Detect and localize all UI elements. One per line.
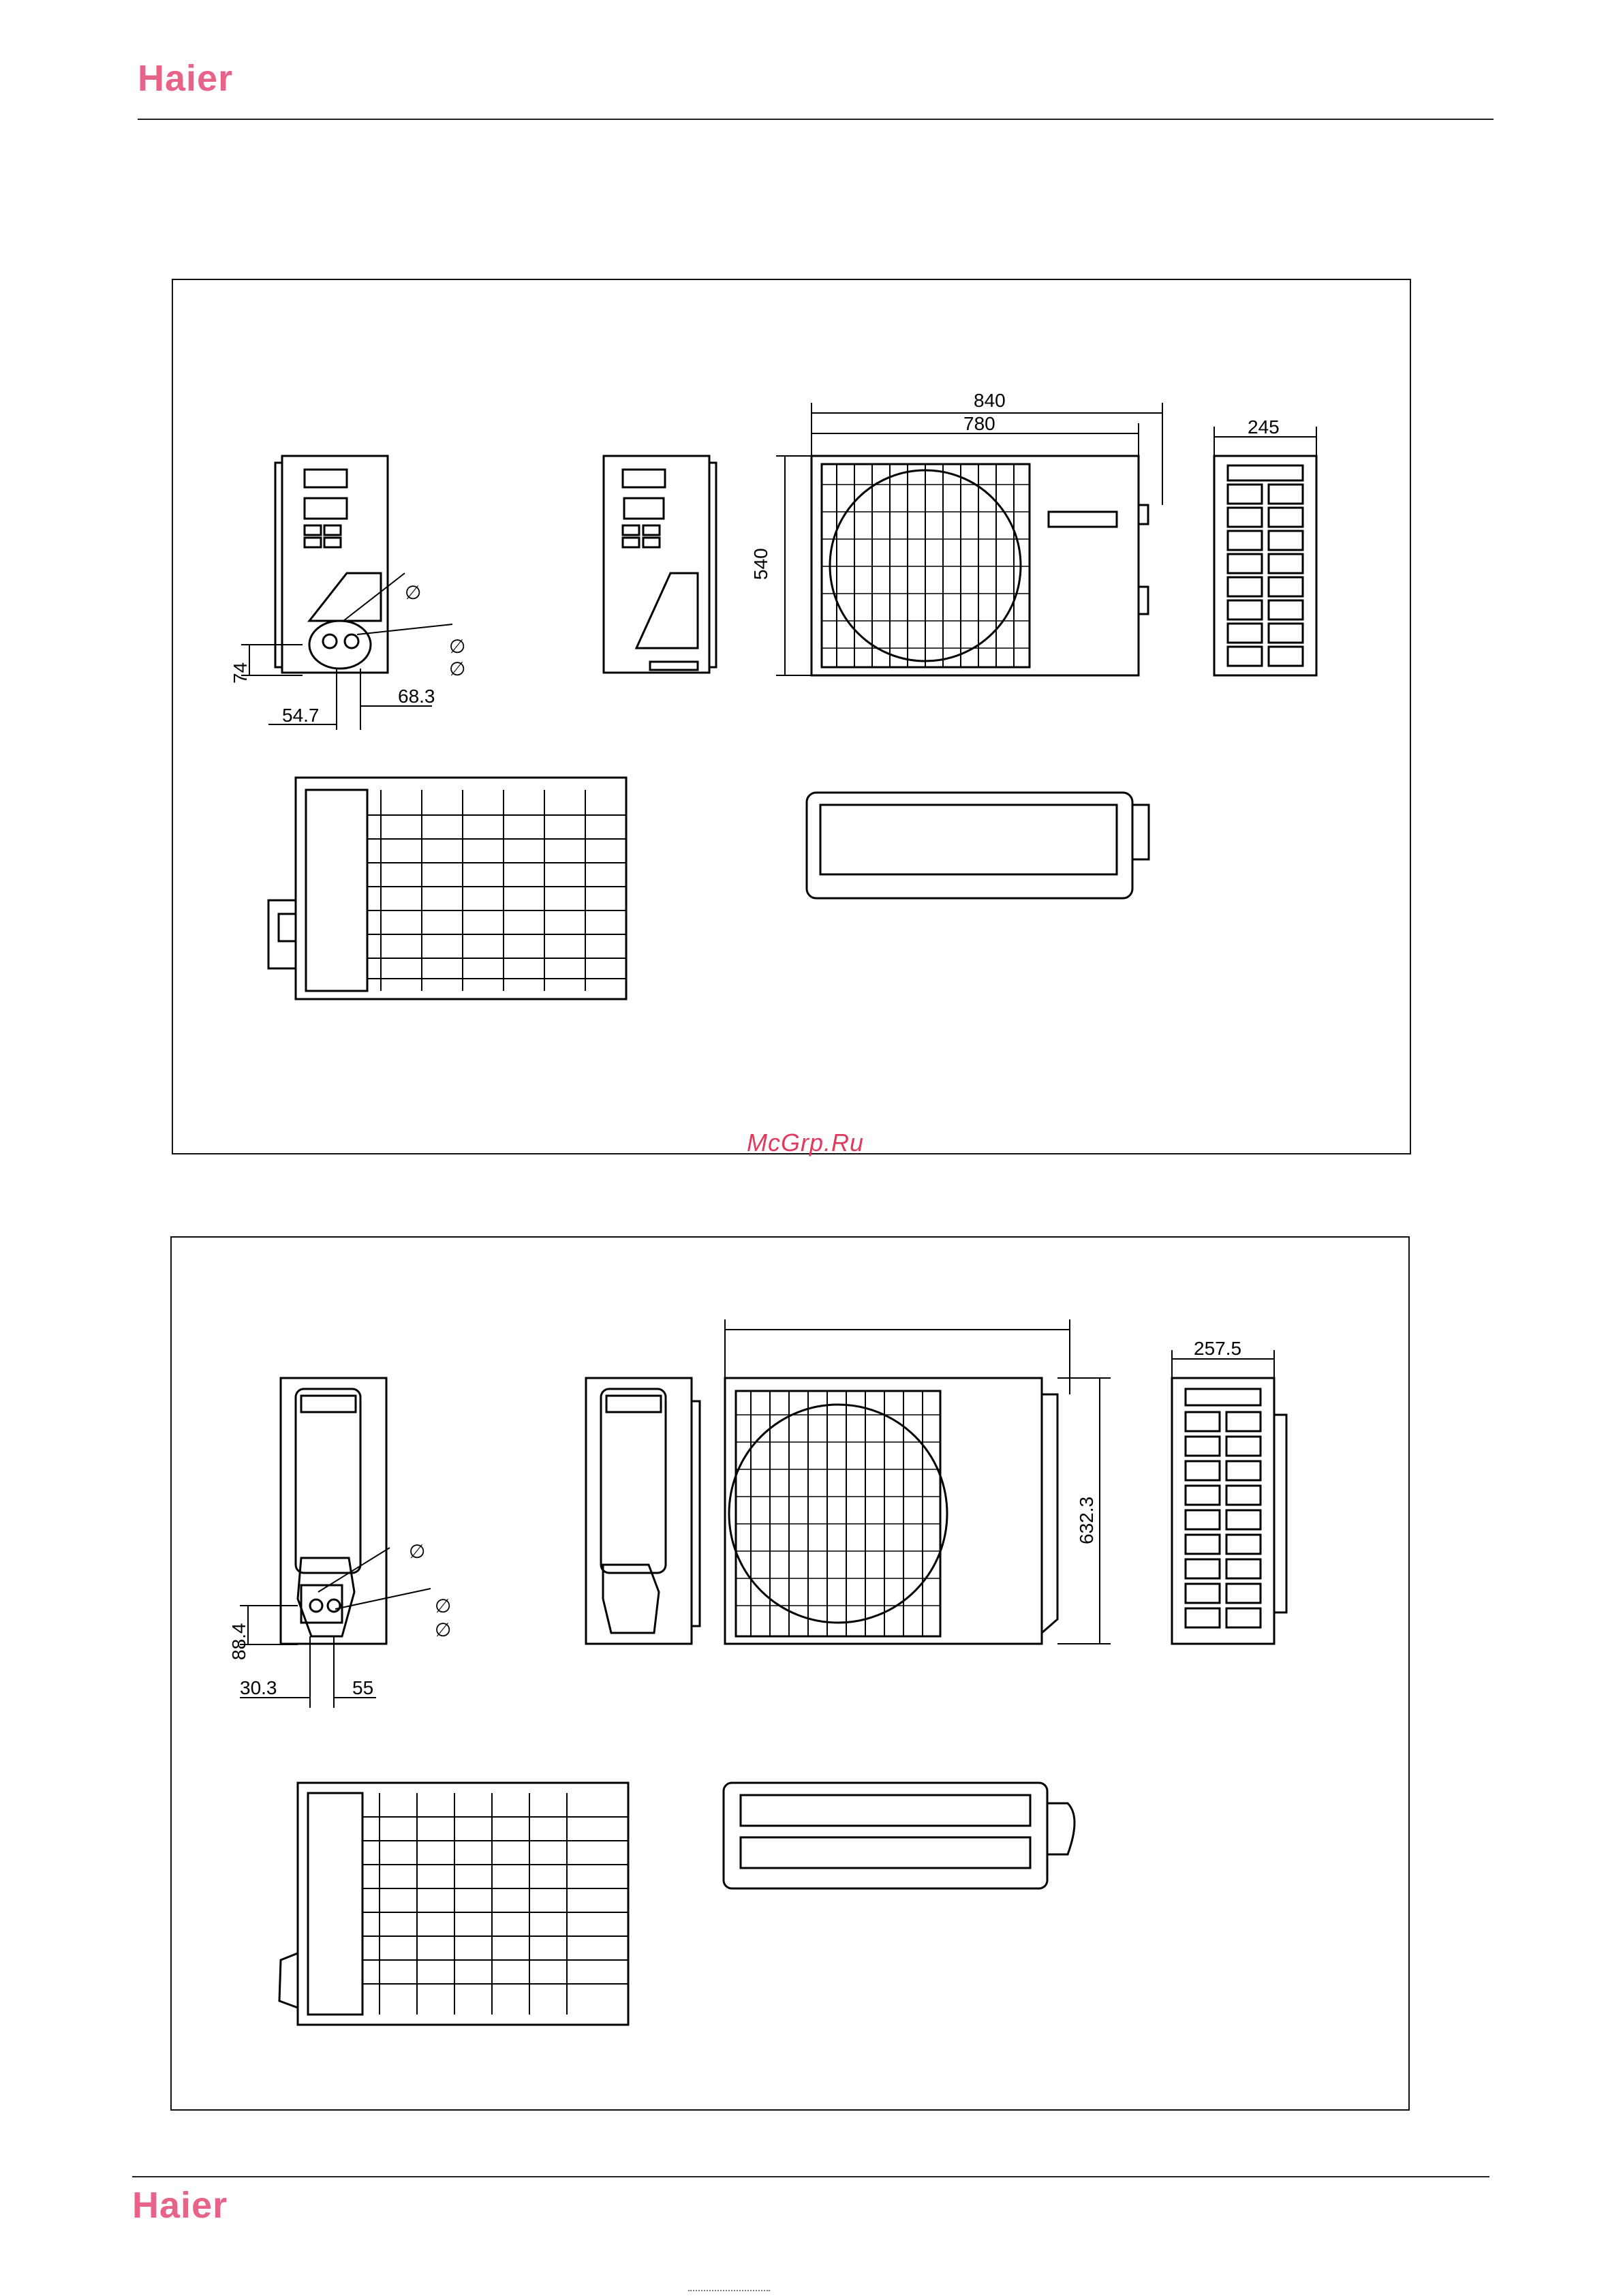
dim-pipe-offset-right-2: 55 bbox=[352, 1677, 373, 1698]
outline-drawing-panel-1: 840 780 540 245 74 54.7 68.3 ∅ ∅ ∅ bbox=[172, 279, 1411, 1154]
dia-label-2c: ∅ bbox=[435, 1619, 451, 1640]
dia-label-2b: ∅ bbox=[435, 1595, 451, 1617]
dim-width-inner-1: 780 bbox=[963, 413, 995, 434]
dia-label-1c: ∅ bbox=[449, 658, 465, 679]
dim-pipe-height-1: 74 bbox=[230, 662, 251, 684]
dimension-labels-1: 840 780 540 245 74 54.7 68.3 ∅ ∅ ∅ bbox=[173, 280, 1412, 1156]
dim-pipe-offset-left-1: 54.7 bbox=[282, 705, 320, 726]
dim-width-outer-1: 840 bbox=[974, 390, 1006, 411]
dia-label-2a: ∅ bbox=[409, 1541, 425, 1562]
dia-label-1b: ∅ bbox=[449, 636, 465, 657]
footer-marks bbox=[688, 2290, 770, 2294]
dim-height-2: 632.3 bbox=[1076, 1497, 1097, 1544]
header-rule bbox=[138, 119, 1494, 120]
brand-logo-footer: Haier bbox=[132, 2184, 228, 2226]
dim-pipe-height-2: 88.4 bbox=[228, 1623, 249, 1661]
dia-label-1a: ∅ bbox=[405, 582, 421, 603]
footer-rule bbox=[132, 2176, 1489, 2177]
dim-depth-2: 257.5 bbox=[1194, 1338, 1241, 1359]
dim-pipe-offset-left-2: 30.3 bbox=[240, 1677, 277, 1698]
brand-logo-header: Haier bbox=[138, 57, 233, 100]
outline-drawing-panel-2: 632.3 257.5 88.4 30.3 55 ∅ ∅ ∅ bbox=[170, 1236, 1410, 2111]
dim-pipe-offset-right-1: 68.3 bbox=[398, 686, 435, 707]
dimension-labels-2: 632.3 257.5 88.4 30.3 55 ∅ ∅ ∅ bbox=[172, 1238, 1411, 2112]
watermark: McGrp.Ru bbox=[747, 1129, 864, 1157]
dim-height-1: 540 bbox=[750, 548, 771, 580]
dim-depth-1: 245 bbox=[1248, 416, 1280, 438]
